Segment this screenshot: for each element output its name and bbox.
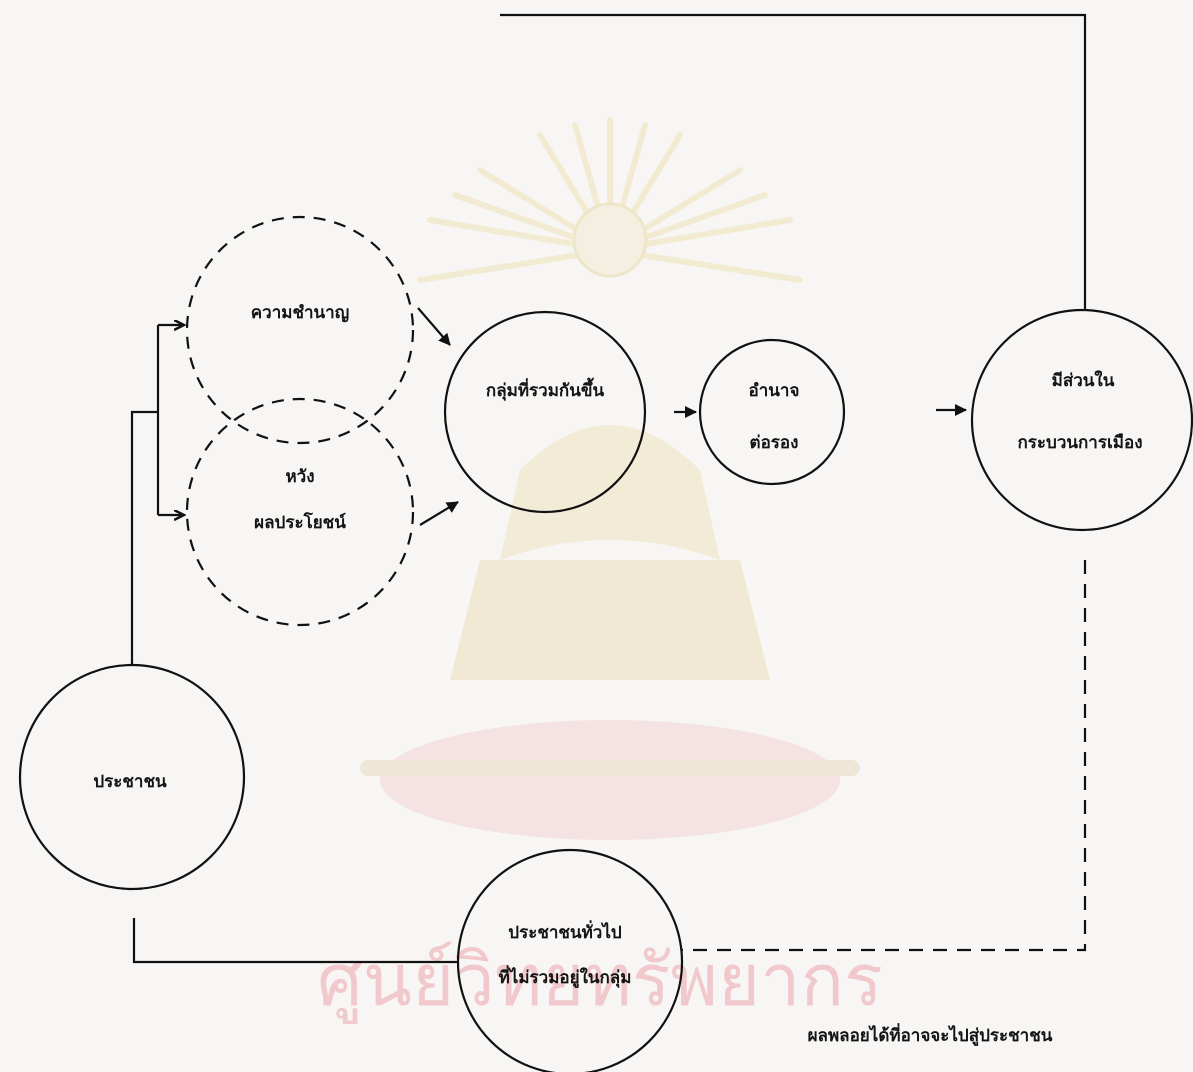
power-label-line2: ต่อรอง <box>750 433 799 453</box>
expertise-node <box>185 215 415 445</box>
hope-label-line1: หวัง <box>285 467 314 487</box>
hope-node <box>185 397 415 627</box>
power-label-line1: อำนาจ <box>749 381 800 401</box>
arrow-expertise-to-group <box>417 307 451 346</box>
people-to-branch-line <box>130 410 158 665</box>
people-to-general-line <box>132 918 458 964</box>
participation-node <box>970 308 1193 532</box>
watermark-text: ศูนย์วิทยทรัพยากร <box>317 938 883 1024</box>
participation-label-line1: มีส่วนใน <box>1052 370 1115 391</box>
expertise-label: ความชำนาญ <box>251 303 349 323</box>
watermark-emblem <box>360 117 860 840</box>
group-node <box>443 310 647 514</box>
power-node <box>698 338 846 486</box>
people-label: ประชาชน <box>93 772 167 792</box>
group-label: กลุ่มที่รวมกันขึ้น <box>486 377 605 401</box>
hope-label-line2: ผลประโยชน์ <box>254 512 346 533</box>
general-public-label-line2: ที่ไม่รวมอยู่ในกลุ่ม <box>499 965 632 989</box>
spillover-caption: ผลพลอยได้ที่อาจจะไปสู่ประชาชน <box>808 1023 1053 1047</box>
participation-label-line2: กระบวนการเมือง <box>1017 432 1142 453</box>
feedback-top-line <box>500 13 1087 310</box>
general-public-label-line1: ประชาชนทั่วไป <box>508 920 622 943</box>
spillover-dashed-line <box>682 560 1087 952</box>
arrow-hope-to-group <box>419 501 459 526</box>
